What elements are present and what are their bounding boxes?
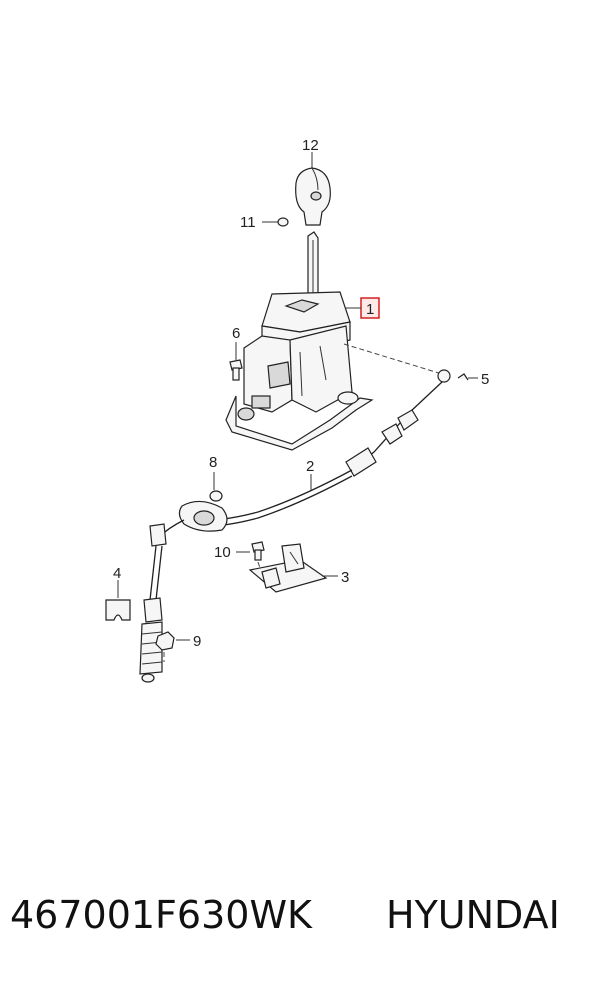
bolt-6 — [229, 359, 243, 381]
knob-clip — [277, 217, 289, 227]
callout-3: 3 — [341, 569, 349, 586]
callout-4: 4 — [113, 565, 121, 582]
callout-11: 11 — [240, 214, 256, 231]
callout-5: 5 — [481, 371, 489, 388]
clip-4 — [105, 599, 131, 621]
callout-10: 10 — [214, 544, 231, 561]
shift-knob — [295, 167, 331, 226]
bracket-3 — [248, 543, 328, 593]
nut-8 — [209, 490, 223, 502]
callout-12: 12 — [302, 137, 319, 154]
callout-9: 9 — [193, 633, 201, 650]
part-number: 467001F630WK — [10, 893, 312, 937]
callout-6: 6 — [232, 325, 240, 342]
shift-lever-assembly — [225, 291, 374, 451]
callout-1: 1 — [366, 301, 374, 318]
bolt-10 — [251, 541, 265, 561]
callout-8: 8 — [209, 454, 217, 471]
shift-cable — [139, 381, 443, 683]
parts-exploded-diagram: 12 11 1 6 5 — [105, 137, 489, 683]
shift-lever-rod — [307, 231, 319, 299]
washer-5 — [437, 369, 469, 383]
brand-name: HYUNDAI — [386, 893, 560, 937]
nut-9 — [155, 631, 175, 651]
callout-2: 2 — [306, 458, 314, 475]
